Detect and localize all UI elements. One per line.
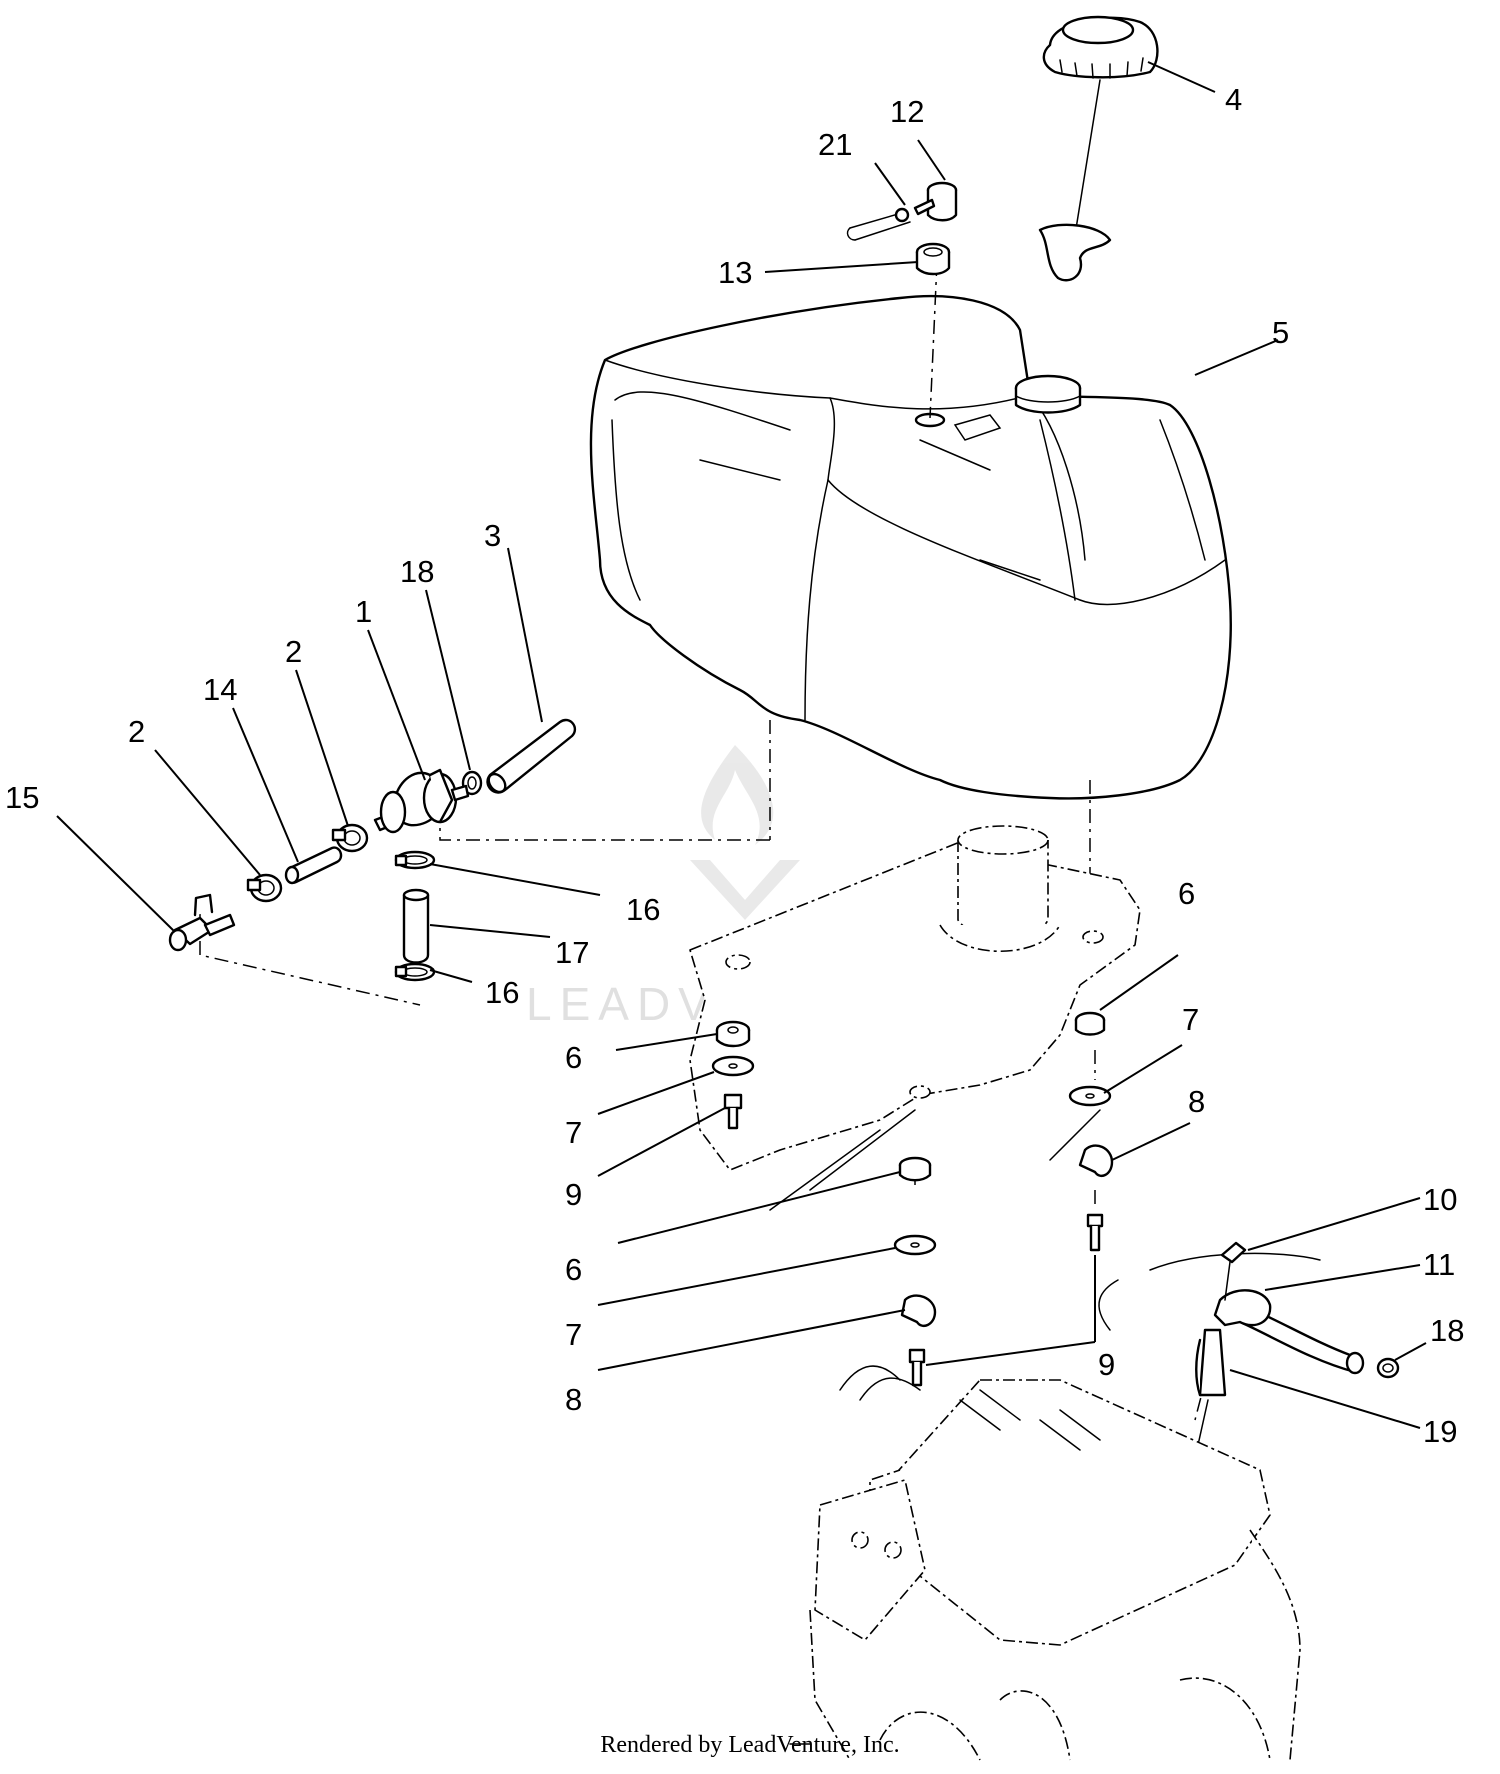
callout-8-right: 8 (1188, 1084, 1205, 1119)
callout-11: 11 (1423, 1247, 1455, 1282)
callout-3: 3 (484, 518, 501, 553)
callout-16-upper: 16 (626, 892, 660, 927)
callout-9-right: 9 (1098, 1347, 1115, 1382)
callout-10: 10 (1423, 1182, 1457, 1217)
callout-15: 15 (5, 780, 39, 815)
callout-18-lower: 18 (1430, 1313, 1464, 1348)
callout-2-left: 2 (128, 714, 145, 749)
fuel-tank (589, 295, 1232, 800)
callout-17: 17 (555, 935, 589, 970)
fuel-line-fitting (1098, 1241, 1400, 1446)
callout-6-center: 6 (565, 1252, 582, 1287)
callout-7-left: 7 (565, 1115, 582, 1150)
fuel-filter-assembly (168, 718, 577, 982)
callout-16-lower: 16 (485, 975, 519, 1010)
callout-2-right: 2 (285, 634, 302, 669)
callout-6-left: 6 (565, 1040, 582, 1075)
render-credit-text: Rendered by LeadVenture, Inc. (600, 1732, 900, 1758)
callout-6-right: 6 (1178, 876, 1195, 911)
callout-21: 21 (818, 127, 852, 162)
callout-14: 14 (203, 672, 237, 707)
callout-7-center: 7 (565, 1317, 582, 1352)
callout-7-right: 7 (1182, 1002, 1199, 1037)
callout-12: 12 (890, 94, 924, 129)
callout-19: 19 (1423, 1414, 1457, 1449)
callout-9-left: 9 (565, 1177, 582, 1212)
callout-5: 5 (1272, 315, 1289, 350)
callout-18-upper: 18 (400, 554, 434, 589)
leader-lines (56, 61, 1427, 1429)
fuel-cap (1038, 15, 1159, 282)
mounting-hardware (711, 1011, 1114, 1387)
tank-mounting-plate (689, 825, 1141, 1211)
vent-assembly (846, 181, 958, 276)
callout-4: 4 (1225, 82, 1242, 117)
callout-1: 1 (355, 594, 372, 629)
callout-13: 13 (718, 255, 752, 290)
callout-labels: 4 12 21 13 5 3 18 1 2 14 2 15 16 17 16 6… (5, 82, 1464, 1449)
engine-outline (809, 1365, 1301, 1761)
callout-8-center: 8 (565, 1382, 582, 1417)
render-credit: Rendered by LeadVenture, Inc. (0, 1732, 1500, 1759)
